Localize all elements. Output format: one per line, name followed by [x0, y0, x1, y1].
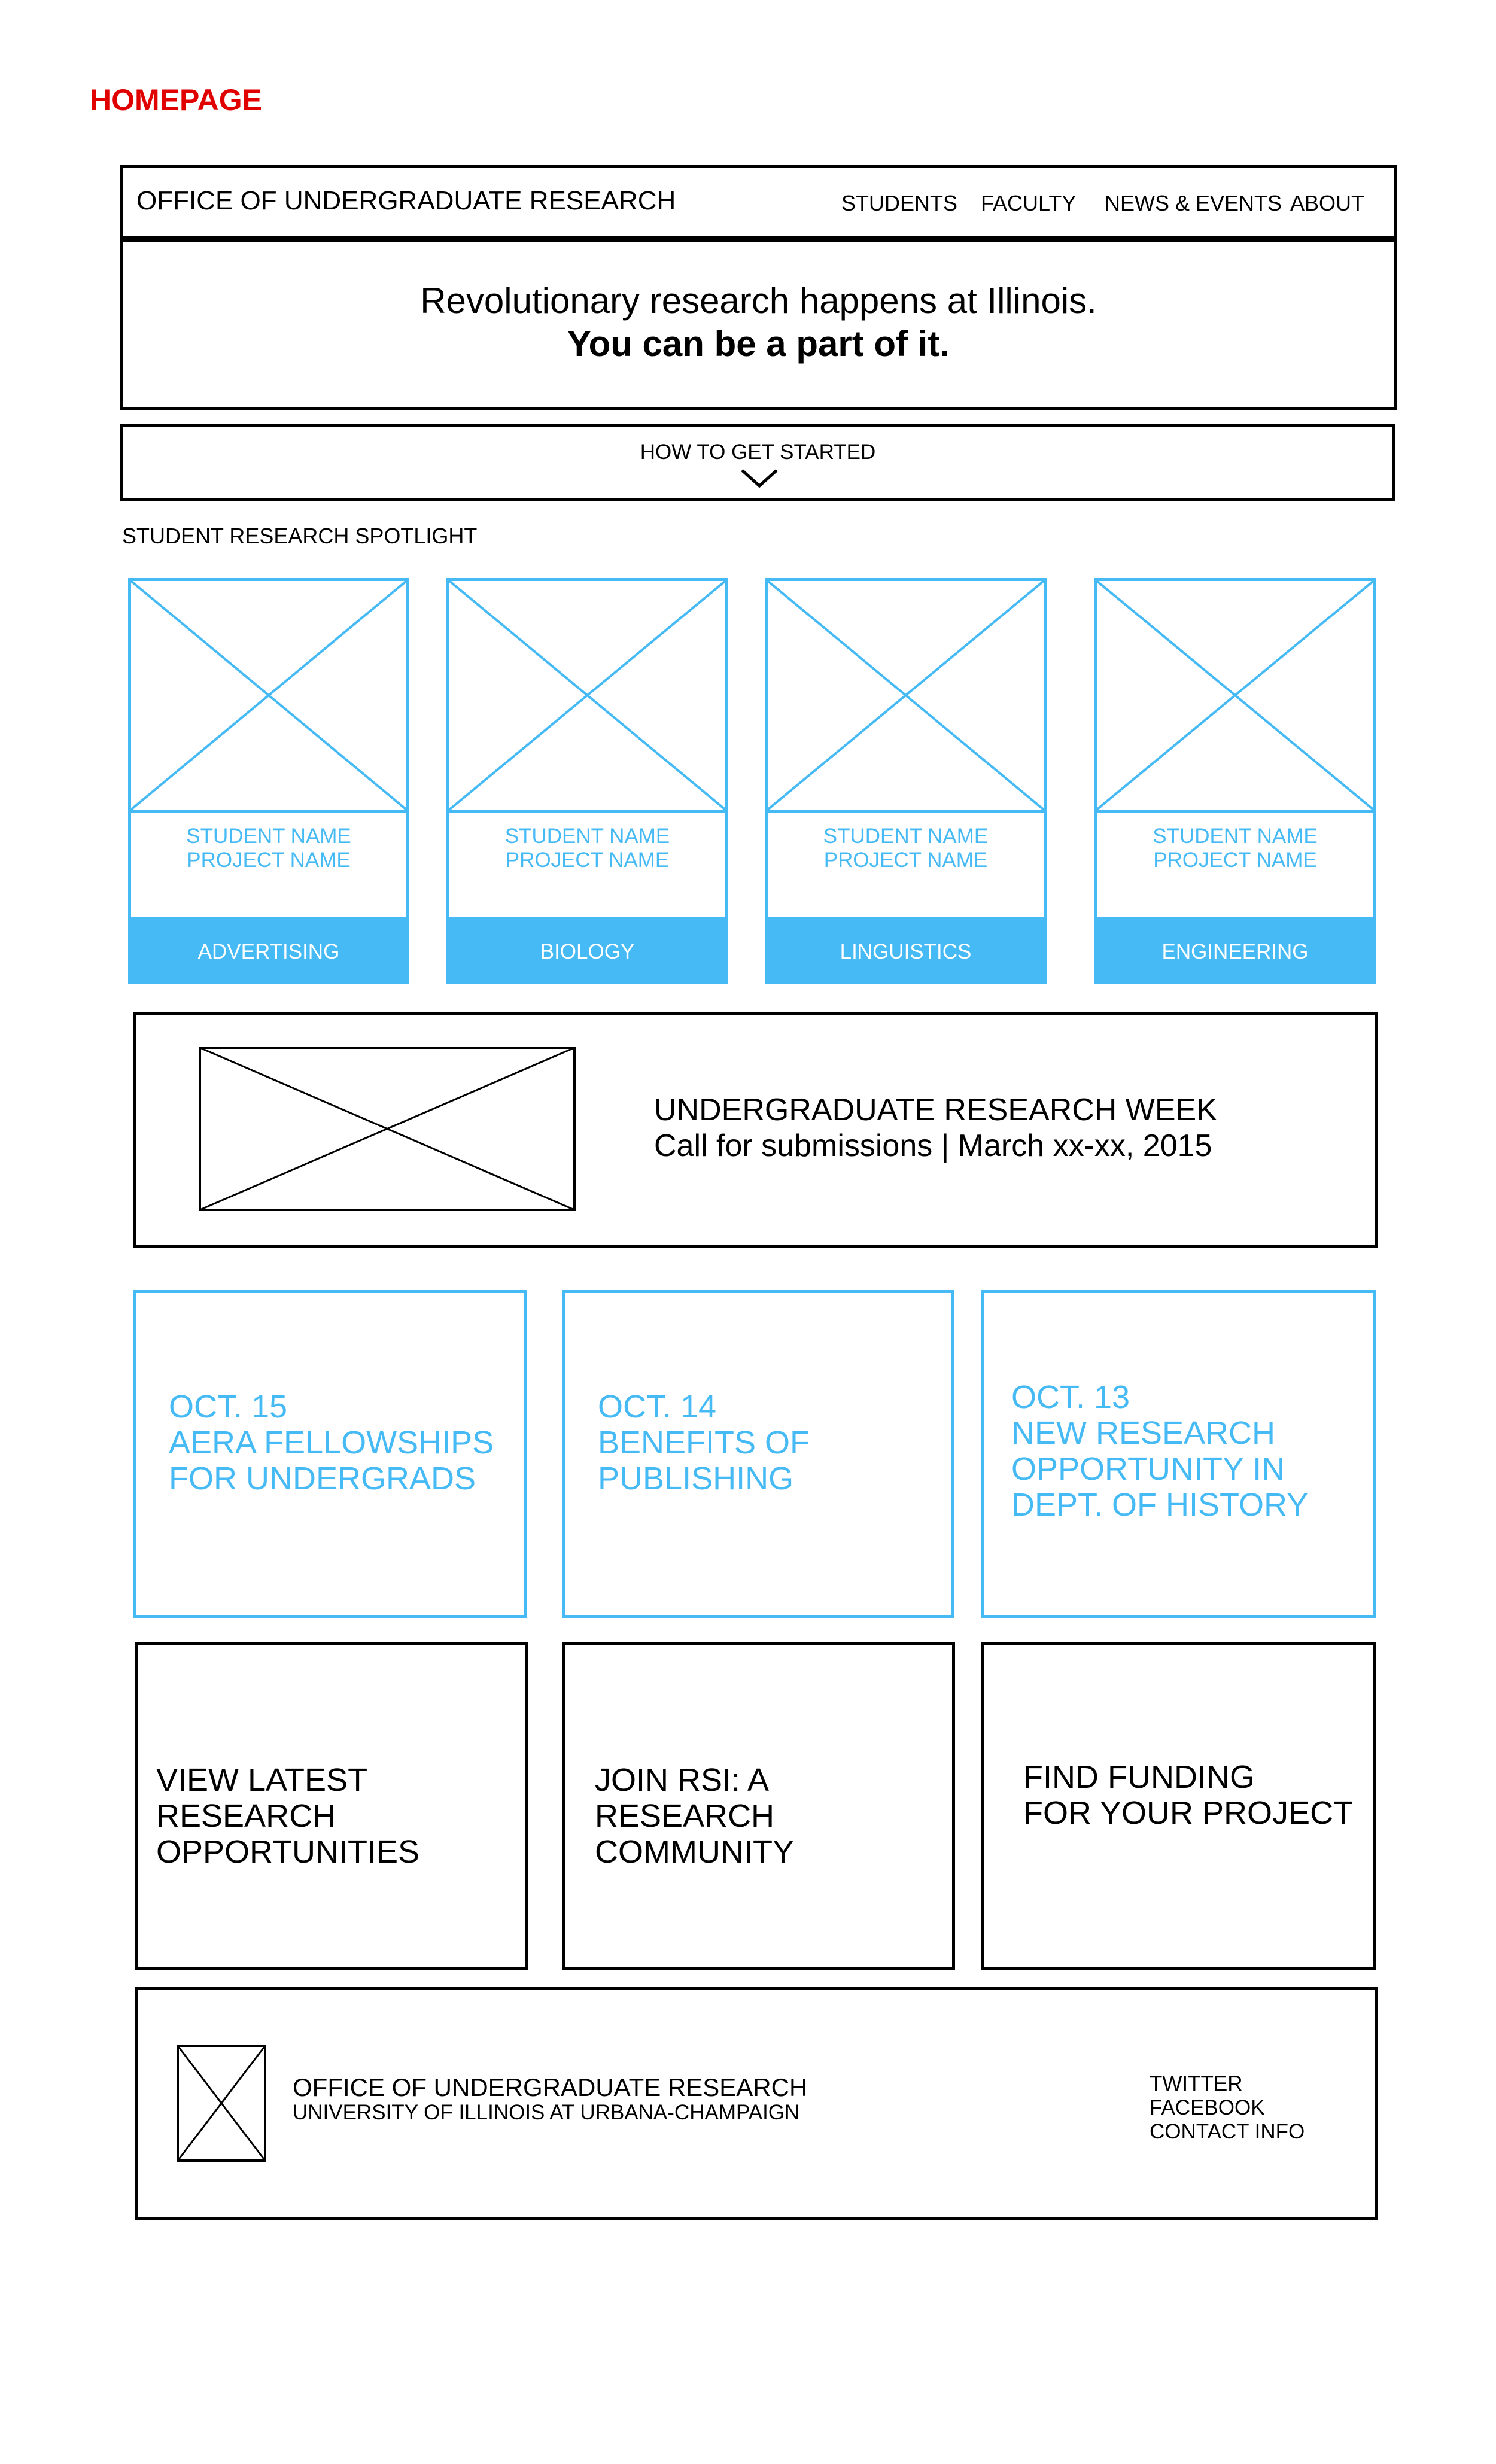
join-rsi-link[interactable]: JOIN RSI: A RESEARCH COMMUNITY [562, 1642, 955, 1970]
get-started-label: HOW TO GET STARTED [640, 440, 876, 464]
feature-title: UNDERGRADUATE RESEARCH WEEK [654, 1093, 1217, 1127]
news-date: OCT. 15 [169, 1389, 288, 1425]
feature-subtitle: Call for submissions | March xx-xx, 2015 [654, 1128, 1212, 1163]
news-tile[interactable]: OCT. 14 BENEFITS OF PUBLISHING [562, 1290, 954, 1618]
link-line: FIND FUNDING [1023, 1759, 1255, 1795]
nav-students[interactable]: STUDENTS [841, 191, 958, 215]
nav-faculty[interactable]: FACULTY [981, 191, 1077, 215]
student-name: STUDENT NAME [186, 825, 351, 848]
link-line: JOIN RSI: A RESEARCH [595, 1762, 775, 1834]
card-category: LINGUISTICS [765, 920, 1047, 984]
student-name: STUDENT NAME [1153, 825, 1318, 848]
footer-title: OFFICE OF UNDERGRADUATE RESEARCH [293, 2073, 808, 2101]
twitter-link[interactable]: TWITTER [1150, 2072, 1243, 2095]
contact-info-link[interactable]: CONTACT INFO [1150, 2120, 1305, 2143]
link-line: OPPORTUNITIES [156, 1834, 420, 1870]
facebook-link[interactable]: FACEBOOK [1150, 2096, 1265, 2119]
student-name: STUDENT NAME [823, 825, 989, 848]
page-label: HOMEPAGE [90, 83, 262, 117]
logo-placeholder [177, 2045, 266, 2162]
card-caption: STUDENT NAME PROJECT NAME [1094, 813, 1376, 920]
news-headline-line: PUBLISHING [598, 1461, 794, 1496]
student-name: STUDENT NAME [504, 825, 670, 848]
news-headline-line: FOR UNDERGRADS [169, 1461, 476, 1496]
nav-news-events[interactable]: NEWS & EVENTS [1105, 191, 1282, 215]
spotlight-title: STUDENT RESEARCH SPOTLIGHT [122, 524, 478, 548]
card-category: BIOLOGY [446, 920, 728, 984]
news-headline-line: NEW RESEARCH [1011, 1415, 1276, 1451]
news-headline-line: AERA FELLOWSHIPS [169, 1425, 494, 1461]
news-headline-line: BENEFITS OF [598, 1425, 810, 1461]
link-line: FOR YOUR PROJECT [1023, 1795, 1354, 1831]
image-placeholder [128, 578, 409, 813]
news-tile[interactable]: OCT. 13 NEW RESEARCH OPPORTUNITY IN DEPT… [981, 1290, 1376, 1618]
find-funding-link[interactable]: FIND FUNDING FOR YOUR PROJECT [981, 1642, 1376, 1970]
project-name: PROJECT NAME [823, 848, 988, 872]
card-caption: STUDENT NAME PROJECT NAME [446, 813, 728, 920]
site-header: OFFICE OF UNDERGRADUATE RESEARCH STUDENT… [120, 165, 1397, 242]
footer-subtitle: UNIVERSITY OF ILLINOIS AT URBANA-CHAMPAI… [293, 2101, 800, 2124]
image-placeholder [765, 578, 1047, 813]
site-title[interactable]: OFFICE OF UNDERGRADUATE RESEARCH [136, 186, 676, 215]
news-date: OCT. 14 [598, 1389, 717, 1425]
link-line: COMMUNITY [595, 1834, 794, 1870]
hero-tagline: You can be a part of it. [567, 324, 950, 364]
project-name: PROJECT NAME [187, 848, 351, 872]
project-name: PROJECT NAME [1153, 848, 1317, 872]
nav-about[interactable]: ABOUT [1290, 191, 1365, 215]
image-placeholder [446, 578, 728, 813]
hero-banner: Revolutionary research happens at Illino… [120, 241, 1397, 410]
hero-headline: Revolutionary research happens at Illino… [420, 281, 1097, 321]
research-opportunities-link[interactable]: VIEW LATEST RESEARCH OPPORTUNITIES [135, 1642, 528, 1970]
card-caption: STUDENT NAME PROJECT NAME [128, 813, 409, 920]
image-placeholder [1094, 578, 1376, 813]
card-category: ADVERTISING [128, 920, 409, 984]
project-name: PROJECT NAME [505, 848, 670, 872]
news-headline-line: OPPORTUNITY IN [1011, 1451, 1285, 1487]
link-line: VIEW LATEST RESEARCH [156, 1762, 367, 1834]
news-date: OCT. 13 [1011, 1379, 1130, 1415]
news-headline-line: DEPT. OF HISTORY [1011, 1487, 1309, 1523]
get-started-toggle[interactable]: HOW TO GET STARTED [120, 424, 1395, 501]
image-placeholder [199, 1047, 576, 1211]
card-caption: STUDENT NAME PROJECT NAME [765, 813, 1047, 920]
site-footer: OFFICE OF UNDERGRADUATE RESEARCH UNIVERS… [135, 1987, 1378, 2220]
card-category: ENGINEERING [1094, 920, 1376, 984]
feature-banner[interactable]: UNDERGRADUATE RESEARCH WEEK Call for sub… [133, 1012, 1378, 1248]
news-tile[interactable]: OCT. 15 AERA FELLOWSHIPS FOR UNDERGRADS [133, 1290, 527, 1618]
chevron-down-icon [741, 469, 778, 488]
